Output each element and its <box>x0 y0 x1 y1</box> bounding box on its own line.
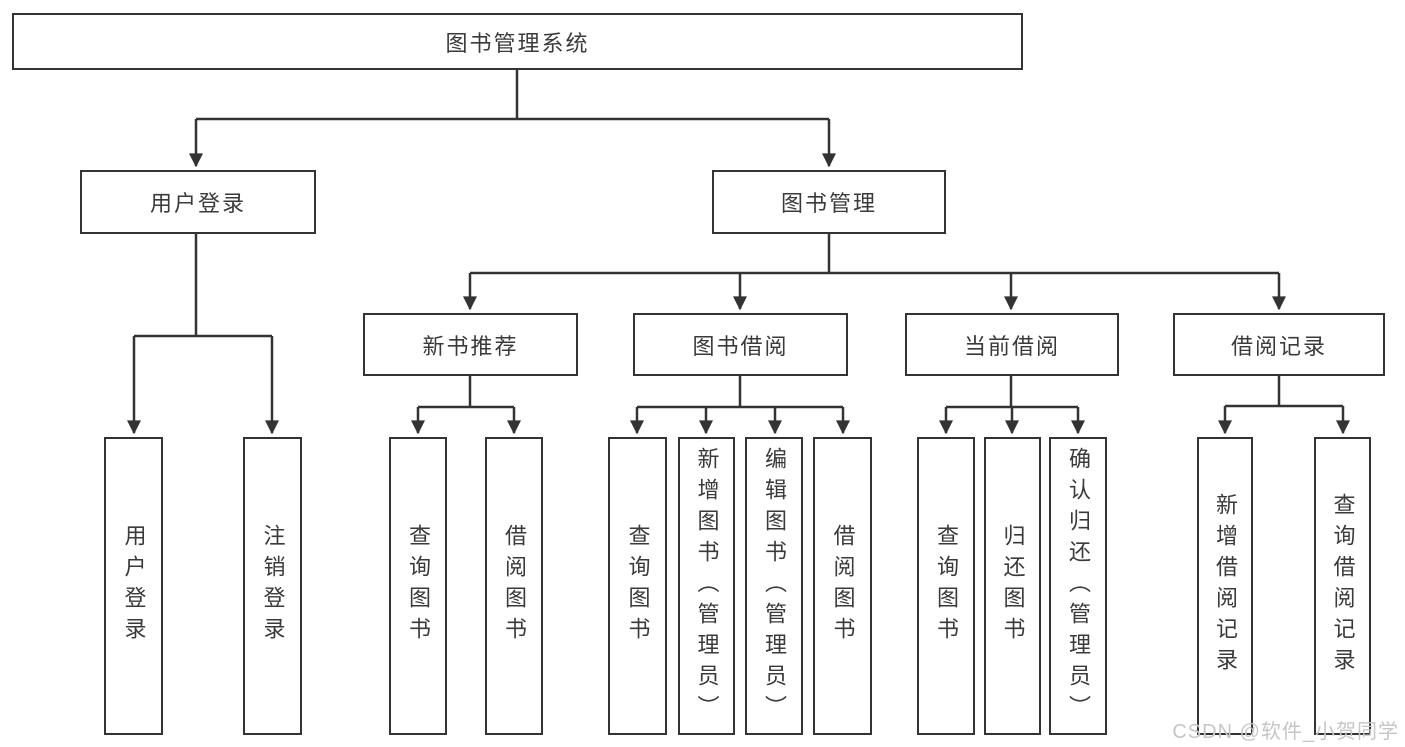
leaf-borrow-books-recommend: 借阅图书 <box>485 437 543 735</box>
leaf-add-books-admin: 新增图书（管理员） <box>678 437 735 735</box>
leaf-edit-books-admin: 编辑图书（管理员） <box>745 437 803 735</box>
leaf-return-books: 归还图书 <box>984 437 1041 735</box>
leaf-query-borrow-record: 查询借阅记录 <box>1314 437 1371 735</box>
leaf-add-borrow-record: 新增借阅记录 <box>1197 437 1253 735</box>
node-root-system: 图书管理系统 <box>12 13 1023 70</box>
node-new-book-recommend: 新书推荐 <box>363 313 578 376</box>
node-book-management: 图书管理 <box>712 170 946 234</box>
leaf-user-login: 用户登录 <box>104 437 163 735</box>
leaf-borrow-books: 借阅图书 <box>813 437 872 735</box>
node-book-borrowing: 图书借阅 <box>633 313 848 376</box>
leaf-query-books-borrowing: 查询图书 <box>608 437 667 735</box>
csdn-watermark: CSDN @软件_小贺同学 <box>1172 721 1399 743</box>
node-current-borrowing: 当前借阅 <box>905 313 1119 376</box>
leaf-query-books-recommend: 查询图书 <box>389 437 447 735</box>
leaf-query-books-current: 查询图书 <box>917 437 975 735</box>
leaf-confirm-return-admin: 确认归还（管理员） <box>1049 437 1107 735</box>
node-user-login: 用户登录 <box>80 170 316 234</box>
node-borrowing-records: 借阅记录 <box>1173 313 1385 376</box>
leaf-logout: 注销登录 <box>243 437 302 735</box>
